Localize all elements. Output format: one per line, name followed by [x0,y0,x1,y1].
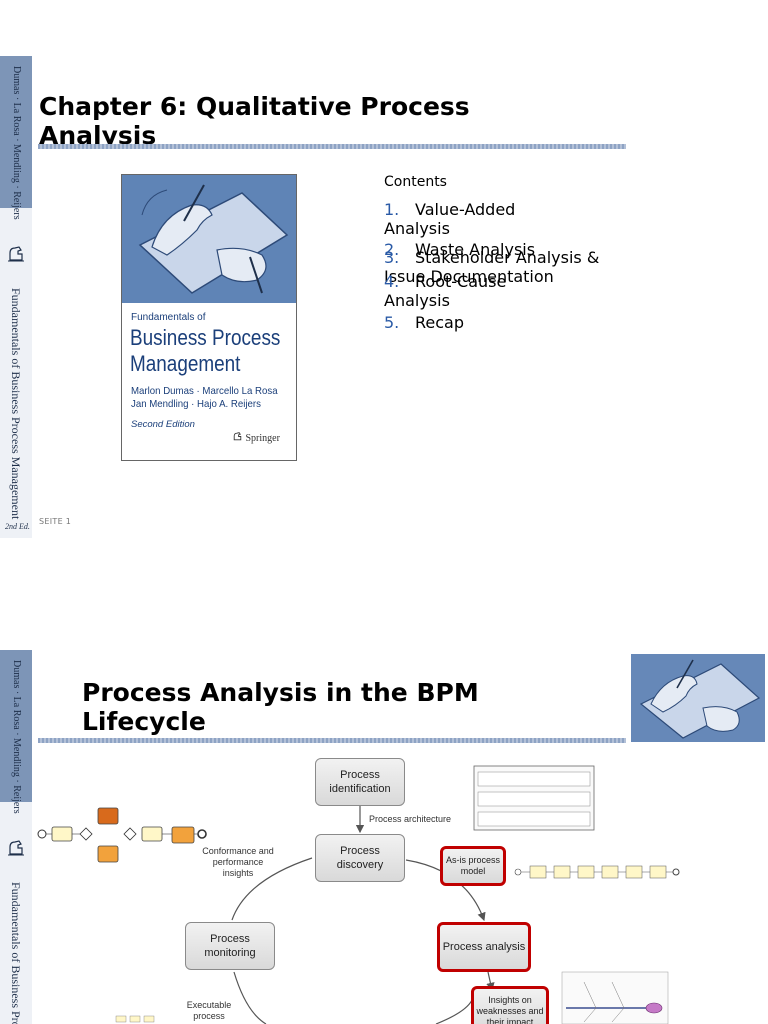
process-monitoring-box: Process monitoring [185,922,275,970]
title-divider [38,144,626,149]
sidebar-book-title: Fundamentals of Business Process Managem… [9,288,23,520]
insights-box: Insights on weaknesses and their impact [471,986,549,1024]
book-publisher-name: Springer [245,433,280,444]
book-authors-line-1: Marlon Dumas · Marcello La Rosa [131,385,278,397]
process-discovery-box: Process discovery [315,834,405,882]
book-publisher: Springer [232,431,280,444]
lifecycle-connectors [37,765,680,1024]
as-is-model-thumbnail [514,865,680,879]
slide-title: Chapter 6: Qualitative Process Analysis [39,92,470,150]
corner-artwork [631,654,765,742]
toc-item-number: 2. [384,240,400,259]
conformance-insights-label: Conformance and performance insights [202,846,274,878]
process-analysis-box: Process analysis [437,922,531,972]
toc-item-3: 3.Stakeholder Analysis & Issue Documenta… [384,248,634,286]
slide-sidebar: Dumas · La Rosa · Mendling · Reijers Fun… [0,650,32,1024]
springer-horse-icon [8,246,24,262]
toc-item-number: 5. [384,313,400,332]
book-authors-line-2: Jan Mendling · Hajo A. Reijers [131,398,261,410]
slide-sidebar: Dumas · La Rosa · Mendling · Reijers Fun… [0,56,32,538]
toc-item-label: Recap [415,313,464,332]
sidebar-edition: 2nd Ed. [5,522,30,531]
toc-item-1: 1.Value-Added Analysis [384,200,519,238]
toc-item-label: Root-Cause Analysis [384,272,507,310]
fishbone-diagram-thumbnail [561,971,669,1024]
process-identification-box: Process identification [315,758,405,806]
toc-item-label: Value-Added Analysis [384,200,516,238]
sidebar-authors: Dumas · La Rosa · Mendling · Reijers [11,660,22,814]
toc-item-5: 5. Recap [384,313,584,332]
book-title-line-2: Management [130,351,241,376]
toc-item-4: 4.Root-Cause Analysis [384,272,509,310]
title-divider [38,738,626,743]
as-is-process-model-box: As-is process model [440,846,506,886]
bpmn-model-thumbnail [37,807,207,863]
book-title-line-1: Business Process [130,325,281,350]
toc-item-number: 3. [384,248,400,267]
executable-model-thumbnail [115,1015,155,1023]
sidebar-header-block: Dumas · La Rosa · Mendling · Reijers [0,650,32,814]
book-cover-artwork [122,175,296,303]
springer-logo-icon [233,432,242,441]
sidebar-authors: Dumas · La Rosa · Mendling · Reijers [11,66,22,220]
contents-list: Contents [384,174,634,200]
sidebar-header-block: Dumas · La Rosa · Mendling · Reijers [0,56,32,220]
executable-process-label: Executable process [186,1000,232,1021]
contents-heading: Contents [384,174,447,190]
book-authors: Marlon Dumas · Marcello La Rosa Jan Mend… [131,385,278,411]
springer-horse-icon [8,840,24,856]
toc-item-2: 2. Waste Analysis [384,240,544,259]
toc-item-number: 1. [384,200,400,219]
book-cover: Fundamentals of Business Process Managem… [121,174,297,461]
book-series: Fundamentals of [131,312,206,323]
sidebar-book-title: Fundamentals of Business Process [9,882,23,1024]
process-architecture-thumbnail [473,765,595,831]
slide-2: Dumas · La Rosa · Mendling · Reijers Fun… [0,650,768,1024]
book-edition: Second Edition [131,419,195,430]
bpm-lifecycle-diagram: Process identification Process discovery… [36,750,726,1024]
process-architecture-label: Process architecture [369,814,452,824]
slide-title: Process Analysis in the BPM Lifecycle [82,678,479,736]
toc-item-label: Stakeholder Analysis & Issue Documentati… [384,248,600,286]
toc-item-label: Waste Analysis [415,240,536,259]
drawing-hands-illustration [122,175,296,303]
book-title: Business Process Management [130,325,280,377]
page-label: SEITE 1 [39,517,72,526]
drawing-hands-thumbnail [631,654,765,742]
slide-1: Dumas · La Rosa · Mendling · Reijers Fun… [0,56,768,538]
toc-item-number: 4. [384,272,400,291]
